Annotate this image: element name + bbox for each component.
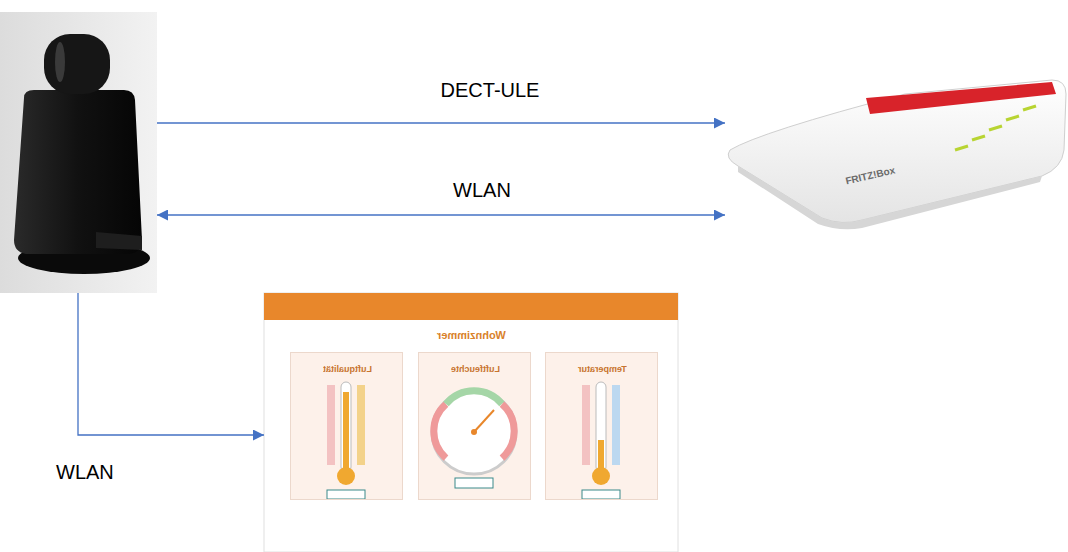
router-device: FRITZ!Box bbox=[725, 70, 1068, 220]
connector-arrow bbox=[157, 214, 725, 215]
gauge-scale bbox=[582, 385, 590, 465]
screenshot-header bbox=[264, 293, 678, 320]
web-page-screenshot: WohnzimmerLuftqualität Luftfeuchte Tempera… bbox=[264, 293, 678, 552]
gauge-panel: Luftfeuchte bbox=[418, 352, 531, 500]
dial-face bbox=[432, 390, 516, 474]
sensor-body bbox=[14, 90, 142, 254]
panel-heading: Temperatur bbox=[578, 364, 627, 374]
gauge-panel: Luftqualität bbox=[290, 352, 403, 500]
sensor-head bbox=[44, 34, 110, 94]
brand-label: FRITZ!Box bbox=[844, 164, 896, 187]
panel-background bbox=[545, 352, 658, 500]
dial-needle bbox=[474, 410, 494, 432]
gauge-tube bbox=[341, 382, 351, 472]
dial-hub bbox=[471, 429, 477, 435]
router-picture bbox=[728, 80, 1066, 229]
sensor-device bbox=[0, 12, 157, 293]
dial-arc bbox=[446, 391, 502, 404]
edge-label: DECT-ULE bbox=[441, 78, 540, 102]
gauge-panel: Temperatur bbox=[545, 352, 658, 500]
router-led bbox=[972, 136, 985, 140]
value-box bbox=[455, 478, 493, 488]
sensor-foot bbox=[96, 232, 142, 250]
router-led bbox=[989, 126, 1002, 130]
gauge-scale bbox=[612, 385, 620, 465]
edge-label: WLAN bbox=[453, 178, 511, 202]
gauge-scale bbox=[327, 385, 335, 465]
router-led bbox=[1006, 116, 1019, 120]
web-screenshot bbox=[264, 293, 678, 552]
value-box bbox=[327, 490, 365, 499]
panel-heading: Luftfeuchte bbox=[451, 364, 500, 374]
value-box bbox=[582, 490, 620, 499]
connector-arrow bbox=[157, 122, 725, 123]
sensor-highlight bbox=[55, 42, 65, 82]
thermometer-gauge bbox=[327, 382, 365, 499]
gauge-tube bbox=[596, 382, 606, 472]
router-led bbox=[955, 146, 968, 150]
screenshot-background bbox=[264, 293, 678, 552]
thermometer-gauge bbox=[582, 382, 620, 499]
router-body bbox=[728, 80, 1066, 223]
dial-arc bbox=[434, 404, 446, 458]
room-heading: Wohnzimmer bbox=[437, 329, 506, 342]
gauge-bulb bbox=[592, 467, 610, 485]
gauge-level bbox=[343, 392, 349, 472]
router-led bbox=[1023, 106, 1036, 110]
panel-background bbox=[418, 352, 531, 500]
gauge-bulb bbox=[337, 467, 355, 485]
dial-arc bbox=[502, 404, 514, 458]
sensor-photo bbox=[0, 12, 157, 293]
gauge-scale bbox=[357, 385, 365, 465]
edge-label: WLAN bbox=[56, 460, 114, 484]
connector-arrow bbox=[78, 293, 264, 435]
photo-background bbox=[0, 12, 157, 293]
dial-gauge bbox=[432, 390, 516, 488]
panel-background bbox=[290, 352, 403, 500]
router-red-stripe bbox=[866, 82, 1056, 114]
panel-heading: Luftqualität bbox=[323, 364, 372, 374]
